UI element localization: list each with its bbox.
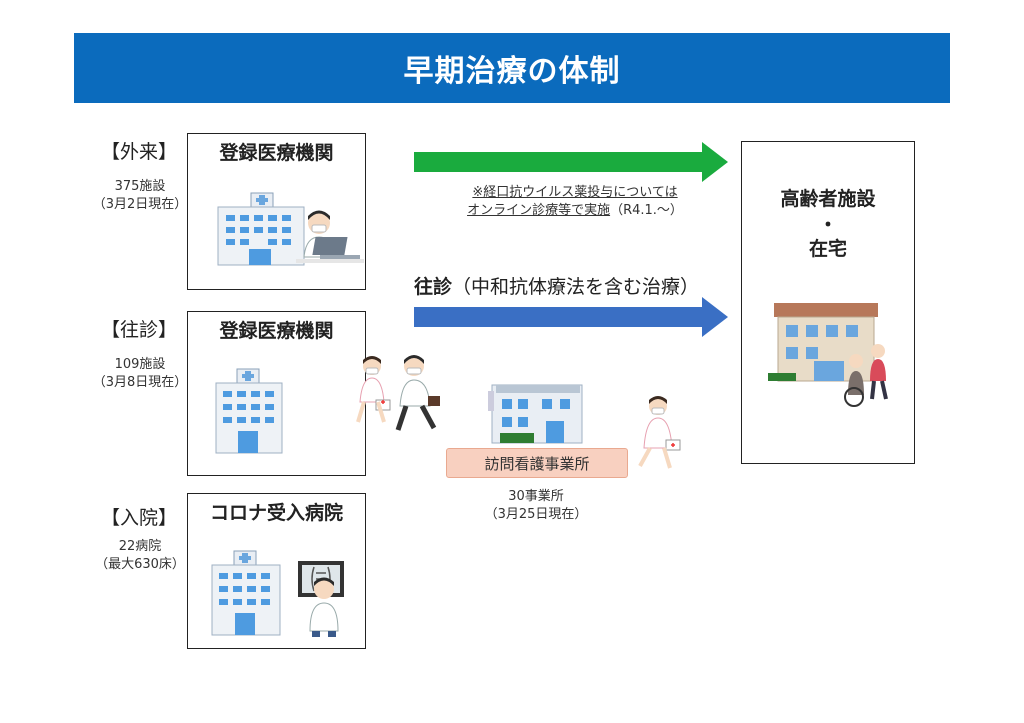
count-outpatient: 375施設 （3月2日現在） bbox=[92, 179, 188, 212]
box-title: コロナ受入病院 bbox=[209, 502, 343, 524]
destination-line2: ・ bbox=[818, 214, 838, 236]
hospital-icon bbox=[217, 192, 305, 266]
caregiver-wheelchair-icon bbox=[768, 303, 888, 407]
hospital-xray-icon bbox=[211, 550, 344, 637]
category-outpatient: 【外来】 bbox=[100, 141, 177, 163]
box-registered-institution-outpatient: 登録医療機関 bbox=[187, 133, 366, 290]
box-title: 登録医療機関 bbox=[219, 320, 334, 342]
arrow-outpatient-green bbox=[414, 142, 728, 182]
category-home-visit: 【往診】 bbox=[100, 319, 177, 341]
hospital-icon bbox=[211, 550, 281, 636]
destination-line3: 在宅 bbox=[808, 238, 847, 260]
page-title: 早期治療の体制 bbox=[403, 54, 621, 89]
oral-antiviral-note: ※経口抗ウイルス薬投与については オンライン診療等で実施（R4.1.～） bbox=[467, 185, 683, 218]
box-title: 登録医療機関 bbox=[219, 142, 334, 164]
doctor-laptop-icon bbox=[296, 210, 364, 263]
facility-building-icon bbox=[488, 384, 583, 444]
doctor-walking-icon bbox=[395, 355, 440, 431]
visiting-nurse-station-label: 訪問看護事業所 bbox=[446, 448, 628, 478]
box-registered-institution-home-visit: 登録医療機関 bbox=[187, 311, 366, 476]
nurse-doctor-walking-icon bbox=[356, 355, 440, 431]
box-covid-hospital: コロナ受入病院 bbox=[187, 493, 366, 649]
visiting-nurse-station-count: 30事業所 （3月25日現在） bbox=[484, 489, 588, 522]
hospital-doctor-laptop-icon bbox=[217, 192, 364, 266]
arrow-home-visit-blue bbox=[414, 297, 728, 337]
box-elderly-facility-home: 高齢者施設 ・ 在宅 bbox=[741, 141, 915, 464]
title-banner: 早期治療の体制 bbox=[74, 33, 950, 103]
category-inpatient: 【入院】 bbox=[100, 507, 177, 529]
home-visit-label: 往診（中和抗体療法を含む治療） bbox=[414, 276, 700, 298]
count-home-visit: 109施設 （3月8日現在） bbox=[92, 357, 188, 390]
xray-doctor-icon bbox=[298, 561, 344, 637]
nurse-icon bbox=[638, 396, 681, 469]
nurse-icon bbox=[356, 356, 391, 423]
hospital-icon bbox=[215, 368, 283, 454]
count-inpatient: 22病院 （最大630床） bbox=[95, 539, 185, 572]
destination-line1: 高齢者施設 bbox=[780, 188, 876, 210]
